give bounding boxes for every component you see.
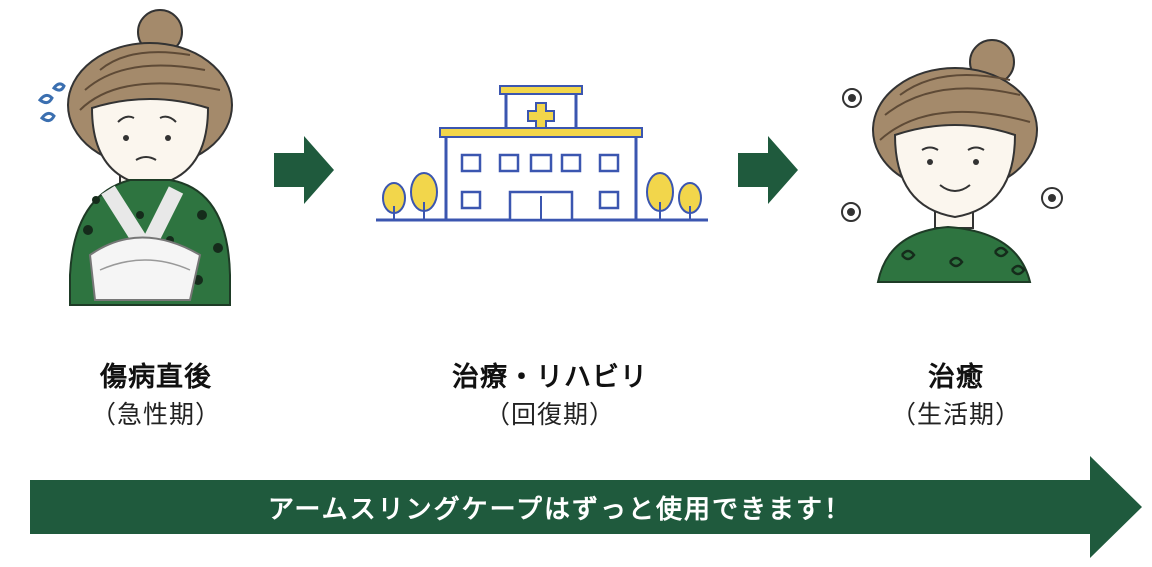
stage-2-subtitle: （回復期） [484, 400, 615, 429]
timeline-arrow [30, 456, 1142, 558]
stage-3-subtitle: （生活期） [890, 400, 1021, 429]
sweat-drops-icon [37, 82, 66, 123]
right-arrow-icon [738, 136, 798, 204]
injured-woman-illustration [37, 9, 233, 306]
healed-woman-illustration [841, 39, 1063, 283]
stage-1-subtitle: （急性期） [90, 400, 221, 429]
stage-3-title: 治癒 [928, 362, 984, 393]
hospital-illustration [376, 85, 708, 222]
right-arrow-icon [274, 136, 334, 204]
stage-2-title: 治療・リハビリ [452, 362, 648, 393]
stage-1-title: 傷病直後 [100, 362, 212, 393]
flower-icon [841, 88, 1063, 222]
banner-text: アームスリングケープはずっと使用できます！ [267, 494, 853, 525]
